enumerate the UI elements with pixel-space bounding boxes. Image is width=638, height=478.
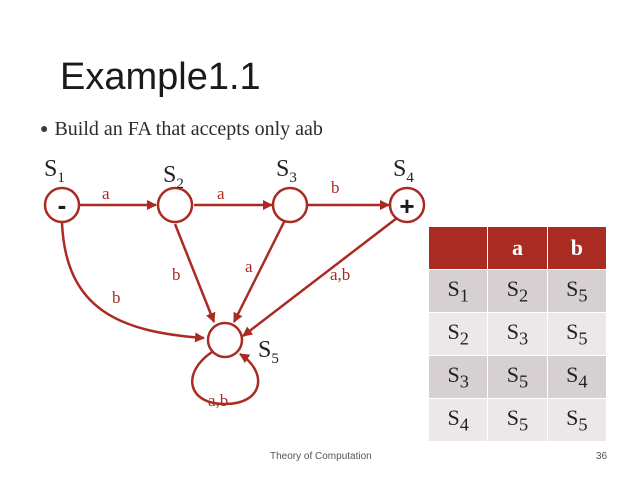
edge-label-s2-s3: a: [217, 184, 225, 203]
edge-s5-self-loop: [191, 350, 260, 406]
edge-label-s3-s4: b: [331, 178, 340, 197]
final-marker: +: [399, 191, 414, 221]
state-s5: [206, 321, 244, 359]
table-row: S4 S5 S5: [427, 398, 608, 442]
table-cell: S3: [427, 355, 489, 399]
edge-s4-s5: [242, 217, 398, 337]
table-header-cell: b: [546, 226, 608, 270]
table-header-row: a b: [427, 226, 608, 270]
table-cell: S3: [487, 312, 548, 356]
bullet-item: ● Build an FA that accepts only aab: [40, 118, 323, 141]
transition-table: a b S1 S2 S5 S2 S3 S5 S3 S5 S4 S4 S5: [427, 226, 608, 442]
table-cell: S5: [546, 312, 608, 356]
footer-title: Theory of Computation: [270, 451, 372, 462]
edge-s2-s5: [173, 223, 216, 323]
slide-title: Example1.1: [60, 56, 261, 98]
state-label-s2: S2: [163, 162, 184, 192]
state-s4: [388, 186, 426, 224]
table-cell: S5: [487, 398, 548, 442]
table-cell: S2: [427, 312, 489, 356]
table-cell: S2: [487, 269, 548, 313]
state-s1: [43, 186, 81, 224]
table-cell: S4: [546, 355, 608, 399]
edge-s1-s5: [60, 222, 205, 343]
table-header-cell: [427, 226, 489, 270]
table-cell: S5: [546, 398, 608, 442]
state-label-s3: S3: [276, 156, 297, 186]
table-cell: S4: [427, 398, 489, 442]
table-cell: S1: [427, 269, 489, 313]
edge-label-s1-s2: a: [102, 184, 110, 203]
edge-label-s3-s5: a: [245, 257, 253, 276]
edge-label-s4-s5: a,b: [330, 265, 350, 284]
start-marker: -: [58, 190, 67, 220]
table-row: S2 S3 S5: [427, 312, 608, 356]
bullet-dot-icon: ●: [40, 121, 49, 137]
bullet-text: Build an FA that accepts only aab: [54, 118, 323, 140]
transition-table-wrap: a b S1 S2 S5 S2 S3 S5 S3 S5 S4 S4 S5: [427, 226, 608, 442]
edge-s3-s5: [232, 221, 286, 323]
table-row: S1 S2 S5: [427, 269, 608, 313]
state-label-s5: S5: [258, 337, 279, 367]
state-label-s1: S1: [44, 156, 65, 186]
table-header-cell: a: [487, 226, 548, 270]
state-s2: [156, 186, 194, 224]
table-row: S3 S5 S4: [427, 355, 608, 399]
state-label-s4: S4: [393, 156, 414, 186]
edge-label-s2-s5: b: [172, 265, 181, 284]
state-s3: [271, 186, 309, 224]
edge-label-s1-s5: b: [112, 288, 121, 307]
table-cell: S5: [487, 355, 548, 399]
edge-label-s5-loop: a,b: [208, 391, 228, 410]
page-number: 36: [596, 451, 608, 462]
table-cell: S5: [546, 269, 608, 313]
